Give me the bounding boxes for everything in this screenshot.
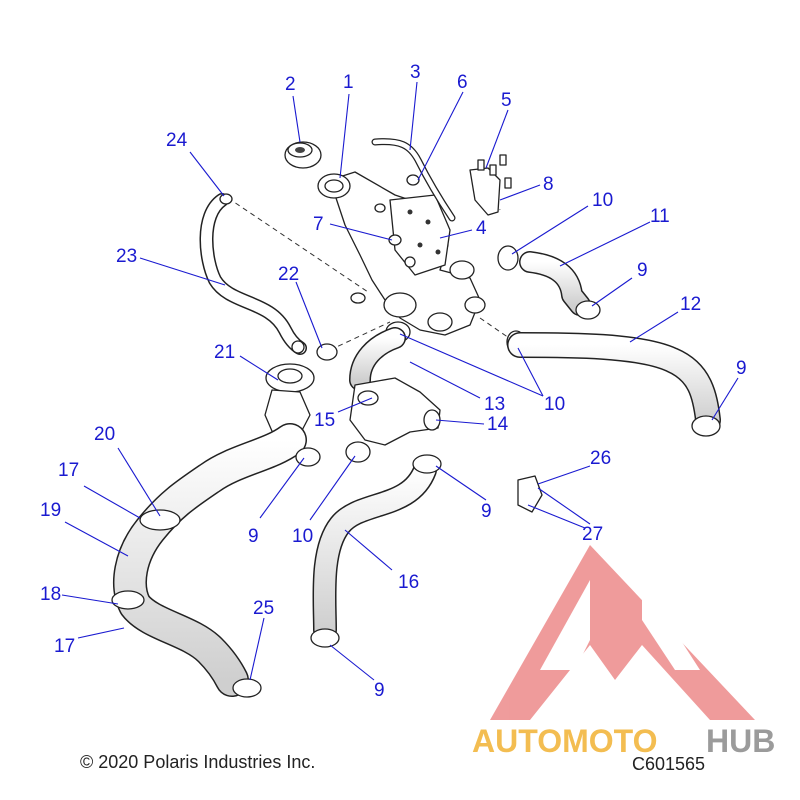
watermark-logo-mark	[490, 545, 755, 720]
callout-23: 23	[116, 246, 137, 267]
callout-1: 1	[343, 72, 354, 93]
callout-21: 21	[214, 342, 235, 363]
hose-12	[507, 332, 721, 437]
bracket-8	[469, 154, 512, 216]
bypass-hose-23	[199, 193, 307, 355]
hose-19-20	[111, 423, 321, 697]
watermark-text-primary: AUTOMOTO	[472, 723, 657, 759]
vent-hose-3	[371, 138, 456, 222]
callout-16: 16	[398, 572, 419, 593]
outlet-14	[349, 377, 441, 446]
callout-9-d: 9	[481, 501, 492, 522]
diagram-code: C601565	[632, 754, 706, 774]
pressure-cap-2	[284, 141, 322, 169]
callout-8: 8	[543, 174, 554, 195]
callout-9-c: 9	[248, 526, 259, 547]
callout-25: 25	[253, 598, 274, 619]
callout-9-e: 9	[374, 680, 385, 701]
callout-11: 11	[650, 206, 670, 227]
callout-3: 3	[410, 62, 421, 83]
watermark-text-secondary: HUB	[706, 723, 775, 759]
callout-14: 14	[487, 414, 509, 435]
callout-10-a: 10	[592, 190, 613, 211]
callout-19: 19	[40, 500, 61, 521]
hose-11	[519, 251, 601, 320]
callout-27: 27	[582, 524, 603, 545]
callout-10-b: 10	[544, 394, 565, 415]
callout-4: 4	[476, 218, 487, 239]
hose-13	[349, 327, 406, 391]
callout-24: 24	[166, 130, 188, 151]
callout-7: 7	[313, 214, 324, 235]
callout-15: 15	[314, 410, 335, 431]
callout-22: 22	[278, 264, 299, 285]
clamp-25	[232, 678, 262, 698]
callout-2: 2	[285, 74, 296, 95]
sensor-26	[517, 475, 543, 513]
callout-5: 5	[501, 90, 512, 111]
copyright-notice: © 2020 Polaris Industries Inc.	[80, 752, 316, 772]
callout-26: 26	[590, 448, 611, 469]
automotohub-watermark: AUTOMOTO HUB	[472, 545, 775, 759]
callout-20: 20	[94, 424, 115, 445]
callout-10-c: 10	[292, 526, 313, 547]
thermostat-housing-assembly	[317, 171, 486, 336]
callout-18: 18	[40, 584, 61, 605]
clip-6	[406, 174, 420, 186]
callout-13: 13	[484, 394, 505, 415]
callout-9-b: 9	[736, 358, 747, 379]
callout-17-b: 17	[54, 636, 75, 657]
leader-lines	[61, 81, 739, 681]
callout-12: 12	[680, 294, 701, 315]
hose-16	[310, 454, 442, 648]
callout-6: 6	[457, 72, 468, 93]
callout-17-a: 17	[58, 460, 79, 481]
callout-labels: 1 2 3 6 5 24 7 8 10 4 11 23 22 9 12 21 1…	[40, 62, 747, 701]
callout-9-a: 9	[637, 260, 648, 281]
